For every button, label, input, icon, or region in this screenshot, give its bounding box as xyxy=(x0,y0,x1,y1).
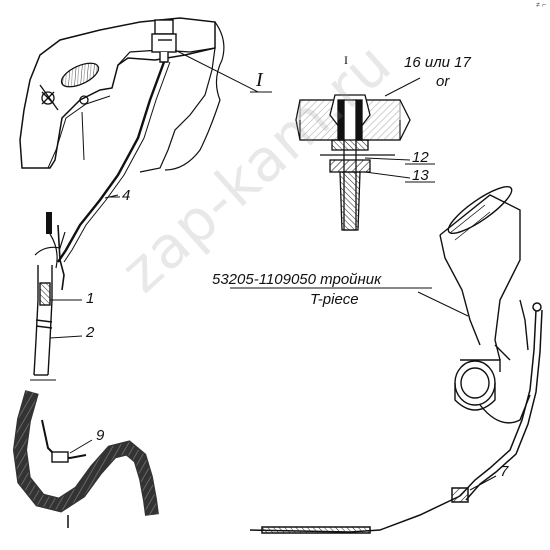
clamp-bracket xyxy=(39,62,100,111)
tee-piece xyxy=(439,186,531,424)
panel-break-line xyxy=(164,21,225,171)
upper-tube xyxy=(57,224,65,291)
alt-parts-label: 16 или 17 xyxy=(404,54,471,71)
leader-13 xyxy=(364,171,411,179)
tee-label: 53205-1109050 тройник xyxy=(212,271,382,288)
braided-hose xyxy=(12,390,159,516)
leader-2 xyxy=(49,335,83,339)
detail-view-section xyxy=(295,94,411,231)
leader-view-main xyxy=(174,49,259,93)
part-label-13: 13 xyxy=(412,167,429,184)
view-label-main: I xyxy=(256,69,263,91)
part-label-9: 9 xyxy=(96,427,105,444)
leader-12 xyxy=(364,157,411,161)
hose-4 xyxy=(57,61,166,263)
leader-7 xyxy=(469,475,497,491)
part-label-7: 7 xyxy=(500,463,509,480)
part-label-12: 12 xyxy=(412,149,429,166)
corner-mark: ≠ ⌐ xyxy=(536,2,546,9)
leader-tee xyxy=(417,291,469,317)
engine-panel xyxy=(19,17,216,173)
alt-parts-label-en: or xyxy=(436,73,450,90)
lower-hose-group xyxy=(33,265,53,376)
lower-pipe xyxy=(67,495,461,534)
part-label-4: 4 xyxy=(122,187,131,204)
part-label-2: 2 xyxy=(86,324,95,341)
tee-label-en: T-piece xyxy=(310,291,359,308)
hose-7 xyxy=(451,302,543,503)
part-label-1: 1 xyxy=(86,290,95,307)
top-fitting xyxy=(151,19,177,63)
leader-16-17 xyxy=(384,77,421,97)
leader-9 xyxy=(69,439,93,454)
view-label-detail: I xyxy=(344,53,348,67)
